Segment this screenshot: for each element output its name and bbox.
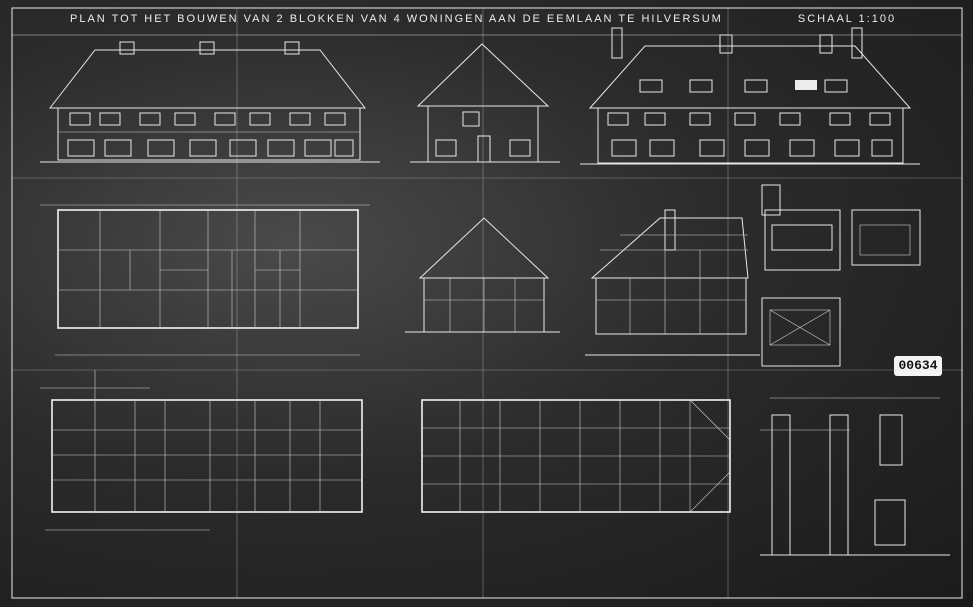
cross-section-a [405,217,560,333]
roof-plan [421,399,731,513]
sheet-title-bar: PLAN TOT HET BOUWEN VAN 2 BLOKKEN VAN 4 … [70,13,910,33]
sheet-title: PLAN TOT HET BOUWEN VAN 2 BLOKKEN VAN 4 … [70,13,723,25]
fold-lines [12,8,962,598]
rear-elevation [580,27,920,165]
floor-plan-ground [40,204,370,356]
sheet-scale: SCHAAL 1:100 [797,13,897,25]
detail-chimney [761,184,921,367]
side-elevation [410,43,560,163]
foundation-details [760,397,950,556]
front-elevation [40,41,380,163]
sheet-border [11,7,963,599]
floor-plan-first [40,370,363,531]
cross-section-b [585,209,760,356]
reference-number-label: 00634 [894,356,942,376]
